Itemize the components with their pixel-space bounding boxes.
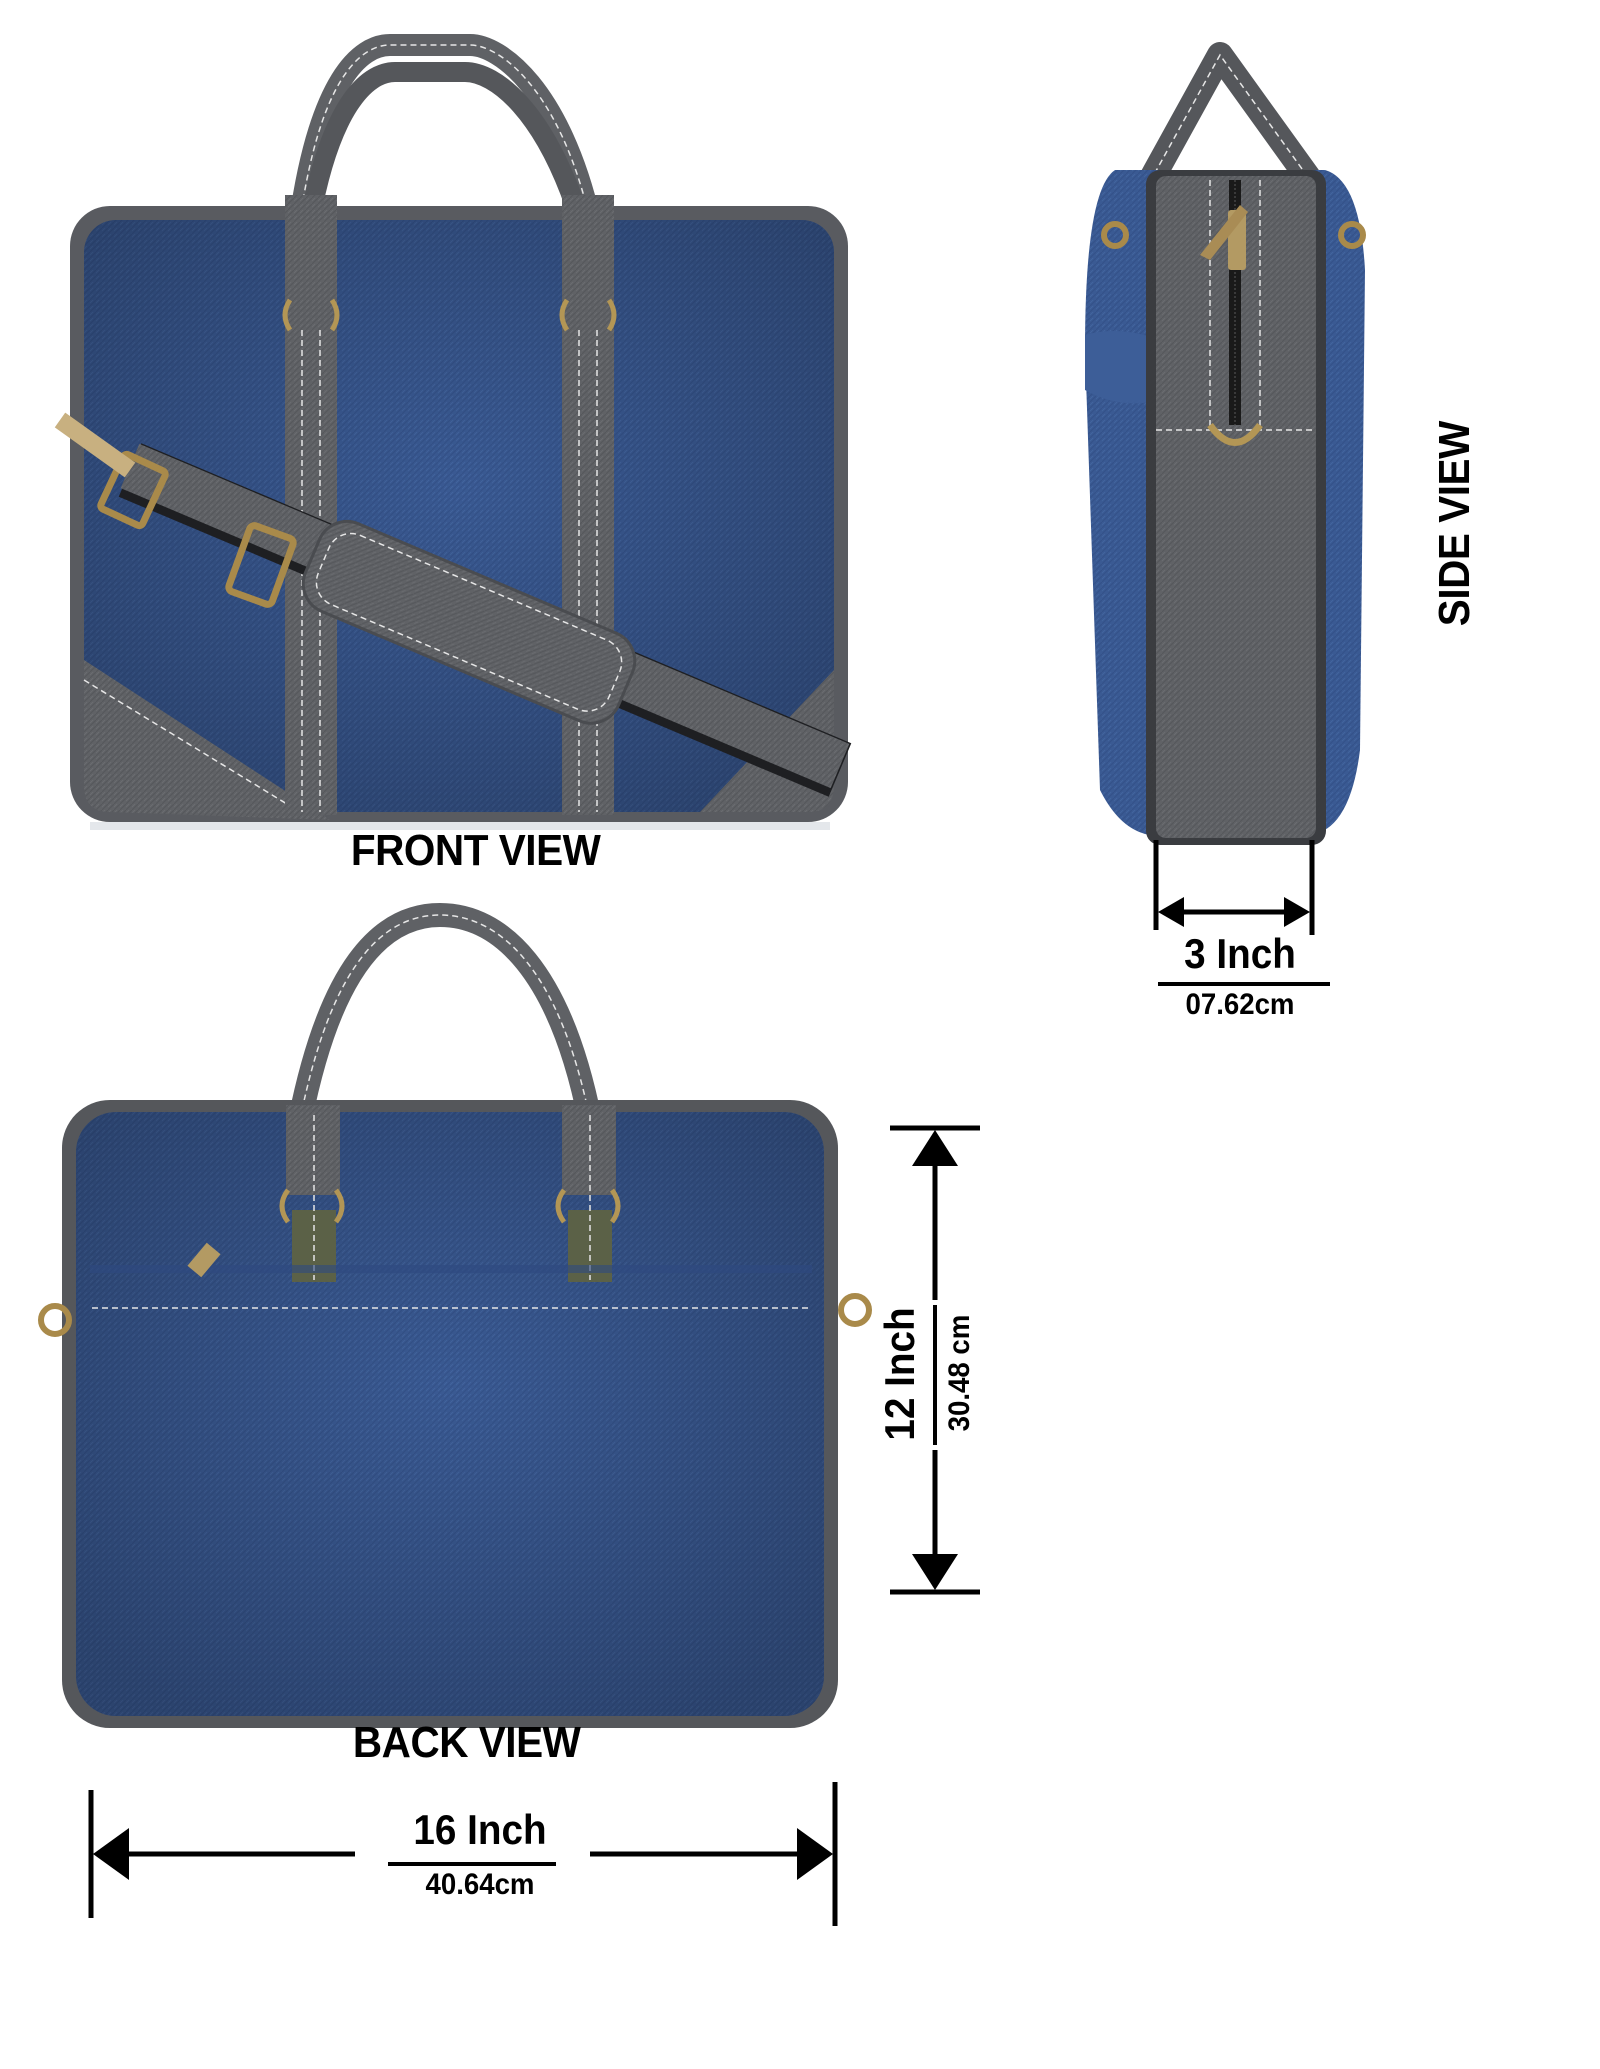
d-ring-icon [1207,422,1263,446]
shoulder-pad [301,519,637,725]
height-cm-label: 30.48 cm [943,1314,976,1432]
back-view-bag-image [38,902,872,1728]
width-divider [388,1862,556,1866]
height-inches-label: 12 Inch [876,1307,923,1441]
buckle-icon [225,522,297,608]
height-dimension-arrow [890,1125,980,1595]
d-ring-icon [282,298,340,332]
front-view-bag-image [54,34,852,830]
depth-cm-label: 07.62cm [1185,988,1295,1021]
width-dimension-arrow [88,1782,838,1926]
back-view-label: BACK VIEW [352,1718,581,1767]
side-view-bag-image [1085,42,1366,845]
side-view-label: SIDE VIEW [1430,421,1479,627]
depth-divider [1158,982,1330,986]
front-view-label: FRONT VIEW [350,826,601,875]
front-handle-inner [300,62,590,230]
depth-inches-label: 3 Inch [1184,930,1296,977]
width-inches-label: 16 Inch [413,1806,547,1853]
width-cm-label: 40.64cm [425,1868,535,1901]
depth-dimension-arrow [1153,840,1315,935]
